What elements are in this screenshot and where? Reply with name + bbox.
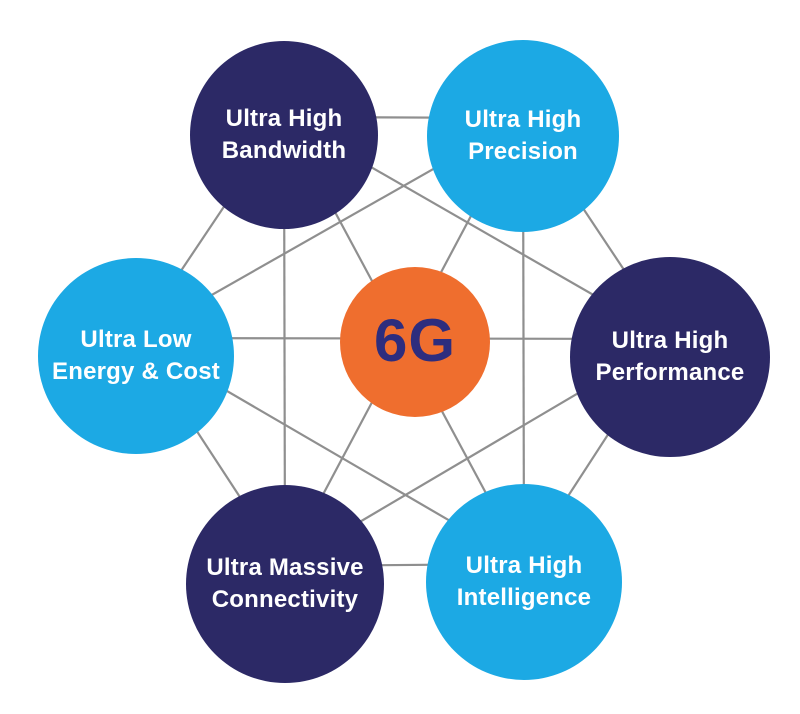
node-ultra-high-bandwidth: Ultra High Bandwidth (190, 41, 378, 229)
node-label-bandwidth: Ultra High Bandwidth (221, 105, 347, 164)
center-hub-label: 6G (373, 306, 457, 374)
node-ultra-massive-connectivity: Ultra Massive Connectivity (186, 485, 384, 683)
node-label-intelligence: Ultra High Intelligence (456, 552, 592, 611)
node-label-connectivity: Ultra Massive Connectivity (206, 554, 364, 613)
node-ultra-high-performance: Ultra High Performance (570, 257, 770, 457)
node-label-energy: Ultra Low Energy & Cost (52, 326, 220, 385)
node-ultra-high-intelligence: Ultra High Intelligence (426, 484, 622, 680)
node-ultra-low-energy-cost: Ultra Low Energy & Cost (38, 258, 234, 454)
node-ultra-high-precision: Ultra High Precision (427, 40, 619, 232)
node-label-performance: Ultra High Performance (595, 327, 745, 386)
node-label-precision: Ultra High Precision (464, 106, 582, 165)
center-hub-6g: 6G (340, 267, 490, 417)
